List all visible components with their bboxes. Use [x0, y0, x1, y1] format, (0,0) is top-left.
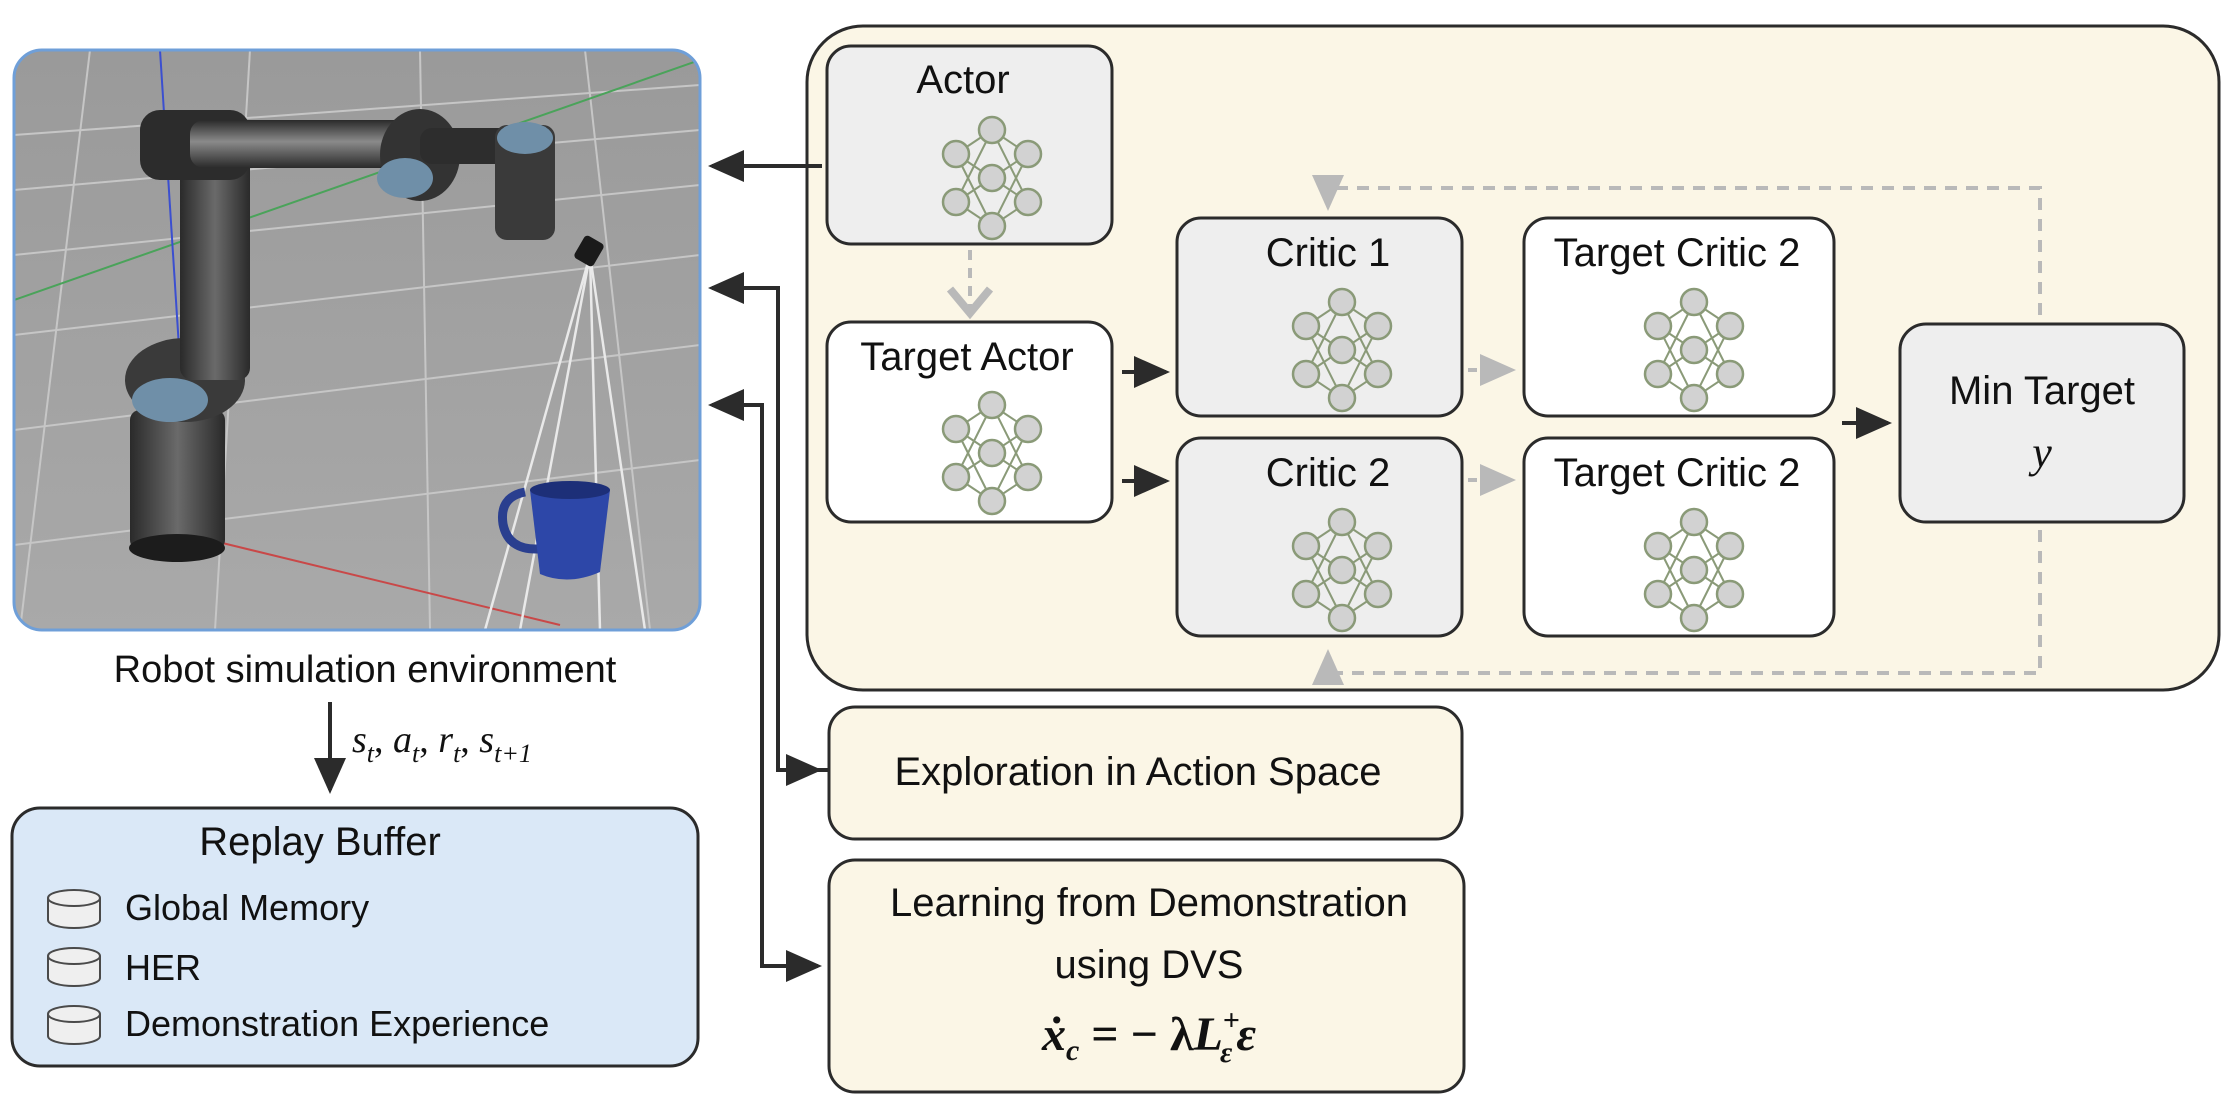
simulation-caption: Robot simulation environment: [114, 649, 617, 691]
min-target-node: Min Target y: [1898, 322, 2186, 524]
camera: [574, 235, 604, 267]
critic-2-label: Critic 2: [1266, 451, 1390, 495]
replay-buffer-title: Replay Buffer: [199, 820, 441, 864]
database-icon: [47, 1005, 101, 1045]
transition-label: st, at, rt, st+1: [352, 719, 532, 768]
critic-1-node: Critic 1: [1175, 216, 1464, 418]
demonstration-line-1: Learning from Demonstration: [890, 881, 1408, 925]
min-target-label: Min Target: [1949, 369, 2135, 413]
dvs-formula: ẋc = − λL+εε: [1041, 1004, 1256, 1069]
simulation-view: [14, 50, 700, 630]
y-axis-line: [14, 59, 700, 301]
actor-label: Actor: [916, 58, 1009, 102]
target-actor-label: Target Actor: [860, 335, 1073, 379]
target-actor-node: Target Actor: [825, 320, 1114, 524]
min-target-symbol: y: [2028, 428, 2052, 477]
target-critic-top-node: Target Critic 2: [1522, 216, 1836, 418]
target-feedback-bottom: [1312, 530, 2042, 685]
demonstration-line-2: using DVS: [1055, 943, 1244, 987]
mug: [497, 481, 610, 580]
actor-node: Actor: [825, 44, 1114, 246]
robot-arm: [125, 109, 555, 562]
replay-item-her: HER: [125, 947, 201, 988]
target-critic-top-label: Target Critic 2: [1554, 231, 1801, 275]
demonstration-to-env-arrow: [708, 389, 818, 968]
simulation-frame: [12, 48, 702, 632]
target-critic-bottom-label: Target Critic 2: [1554, 451, 1801, 495]
database-icon: [47, 947, 101, 987]
target-critic-bottom-node: Target Critic 2: [1522, 436, 1836, 638]
replay-buffer: Replay Buffer Global Memory HER Demonstr…: [10, 806, 700, 1068]
x-axis-line: [209, 539, 561, 626]
replay-item-demonstration: Demonstration Experience: [125, 1003, 549, 1044]
critic-2-node: Critic 2: [1175, 436, 1464, 638]
exploration-label: Exploration in Action Space: [895, 750, 1382, 794]
database-icon: [47, 889, 101, 929]
critic-1-label: Critic 1: [1266, 231, 1390, 275]
target-feedback-top: [1312, 175, 2042, 315]
exploration-box: Exploration in Action Space: [827, 705, 1464, 841]
demonstration-box: Learning from Demonstration using DVS ẋc…: [827, 858, 1466, 1094]
replay-item-global-memory: Global Memory: [125, 887, 369, 928]
